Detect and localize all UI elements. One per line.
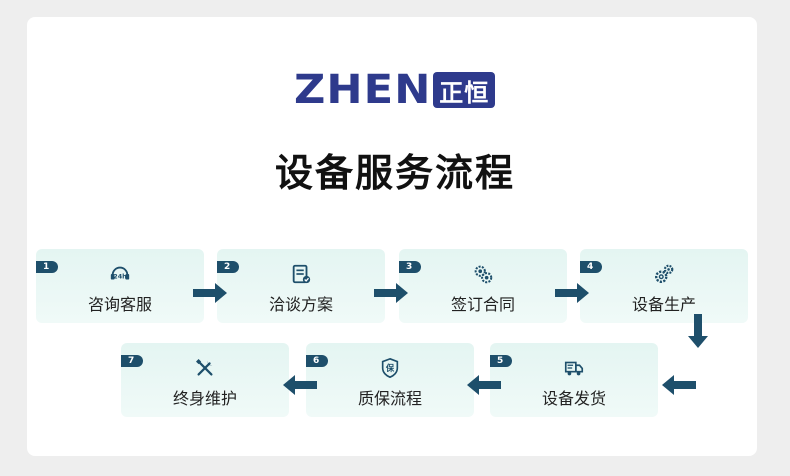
page-title: 设备服务流程 bbox=[274, 151, 515, 195]
arrow-right-icon bbox=[193, 283, 227, 303]
step-label: 签订合同 bbox=[450, 295, 515, 314]
step-label: 咨询客服 bbox=[87, 295, 152, 314]
shield-bao-icon: 保 bbox=[381, 357, 399, 379]
step-label: 终身维护 bbox=[172, 389, 237, 408]
step-label: 设备生产 bbox=[631, 295, 696, 314]
arrow-left-icon bbox=[662, 375, 696, 395]
svg-text:保: 保 bbox=[385, 363, 395, 373]
step-2: 2 洽谈方案 bbox=[217, 249, 385, 323]
svg-text:24h: 24h bbox=[113, 273, 127, 281]
arrow-right-icon bbox=[374, 283, 408, 303]
step-5: 5 设备发货 bbox=[490, 343, 658, 417]
step-label: 洽谈方案 bbox=[268, 295, 333, 314]
arrow-right-icon bbox=[555, 283, 589, 303]
step-1: 1 24h 咨询客服 bbox=[36, 249, 204, 323]
step-number: 2 bbox=[217, 261, 239, 273]
step-4: 4 设备生产 bbox=[580, 249, 748, 323]
document-check-icon bbox=[292, 264, 311, 284]
arrow-down-icon bbox=[688, 314, 708, 348]
headset-24h-icon: 24h bbox=[110, 266, 130, 281]
step-number: 6 bbox=[306, 355, 328, 367]
step-number: 3 bbox=[399, 261, 421, 273]
arrow-left-icon bbox=[467, 375, 501, 395]
tools-icon bbox=[195, 358, 213, 376]
step-number: 5 bbox=[490, 355, 512, 367]
step-number: 7 bbox=[121, 355, 143, 367]
truck-icon bbox=[564, 361, 584, 376]
step-label: 设备发货 bbox=[541, 389, 606, 408]
brand-logo: ZHEN 正恒 bbox=[294, 67, 496, 113]
arrow-left-icon bbox=[283, 375, 317, 395]
cogs-icon bbox=[655, 264, 674, 283]
step-number: 1 bbox=[36, 261, 58, 273]
gears-icon bbox=[474, 265, 493, 284]
step-6: 6 保 质保流程 bbox=[306, 343, 474, 417]
step-3: 3 签订合同 bbox=[399, 249, 567, 323]
logo-text: ZHEN bbox=[294, 67, 432, 113]
step-7: 7 终身维护 bbox=[121, 343, 289, 417]
step-label: 质保流程 bbox=[357, 389, 422, 408]
logo-badge: 正恒 bbox=[433, 72, 496, 108]
step-number: 4 bbox=[580, 261, 602, 273]
